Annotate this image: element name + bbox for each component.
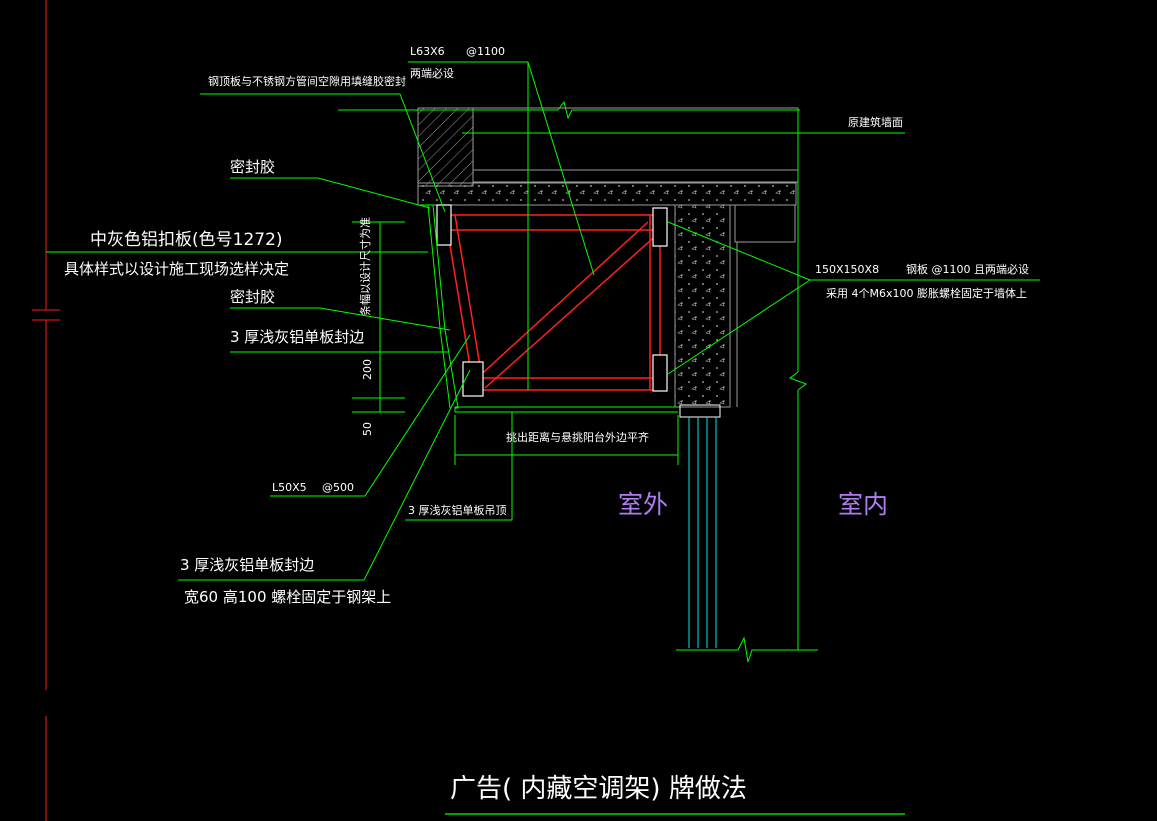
leader-lines bbox=[46, 61, 1040, 663]
drawing-title: 广告( 内藏空调架) 牌做法 bbox=[450, 774, 747, 804]
dimension-height-note: 条幅以设计尺寸为准 bbox=[359, 217, 372, 316]
l50-spacing: @500 bbox=[322, 481, 354, 494]
edge-trim-2-spec: 宽60 高100 螺栓固定于钢架上 bbox=[184, 588, 392, 606]
glass-window bbox=[679, 404, 721, 648]
sealant-label-2: 密封胶 bbox=[230, 288, 276, 306]
original-wall-label: 原建筑墙面 bbox=[848, 116, 903, 129]
dimension-50: 50 bbox=[361, 422, 374, 436]
inside-zone-label: 室内 bbox=[838, 490, 889, 519]
steel-plates bbox=[436, 204, 668, 397]
dimension-200: 200 bbox=[361, 359, 374, 380]
aluminium-panel-note: 具体样式以设计施工现场选样决定 bbox=[64, 260, 290, 278]
wall-section bbox=[417, 107, 799, 408]
steel-frame bbox=[444, 214, 662, 391]
steel-plate-spec: 钢板 @1100 且两端必设 bbox=[906, 263, 1029, 276]
l50-label: L50X5 bbox=[272, 481, 307, 494]
edge-trim-2-label: 3 厚浅灰铝单板封边 bbox=[180, 556, 315, 574]
projection-label: 挑出距离与悬挑阳台外边平齐 bbox=[506, 431, 649, 444]
l63-spacing: @1100 bbox=[466, 45, 505, 58]
sealant-label-1: 密封胶 bbox=[230, 158, 276, 176]
anchor-bolt-spec: 采用 4个M6x100 膨胀螺栓固定于墙体上 bbox=[826, 287, 1027, 300]
outside-zone-label: 室外 bbox=[618, 490, 669, 519]
steel-plate-size: 150X150X8 bbox=[815, 263, 880, 276]
l63-label: L63X6 bbox=[410, 45, 445, 58]
aluminium-panel-label: 中灰色铝扣板(色号1272) bbox=[90, 230, 283, 250]
sheet-border bbox=[32, 0, 60, 821]
steel-top-sealant-label: 钢顶板与不锈钢方管间空隙用填缝胶密封 bbox=[208, 75, 406, 88]
soffit-label: 3 厚浅灰铝单板吊顶 bbox=[408, 504, 507, 517]
edge-trim-label: 3 厚浅灰铝单板封边 bbox=[230, 328, 365, 346]
both-ends-label: 两端必设 bbox=[410, 67, 454, 80]
cladding-outline bbox=[418, 204, 678, 413]
